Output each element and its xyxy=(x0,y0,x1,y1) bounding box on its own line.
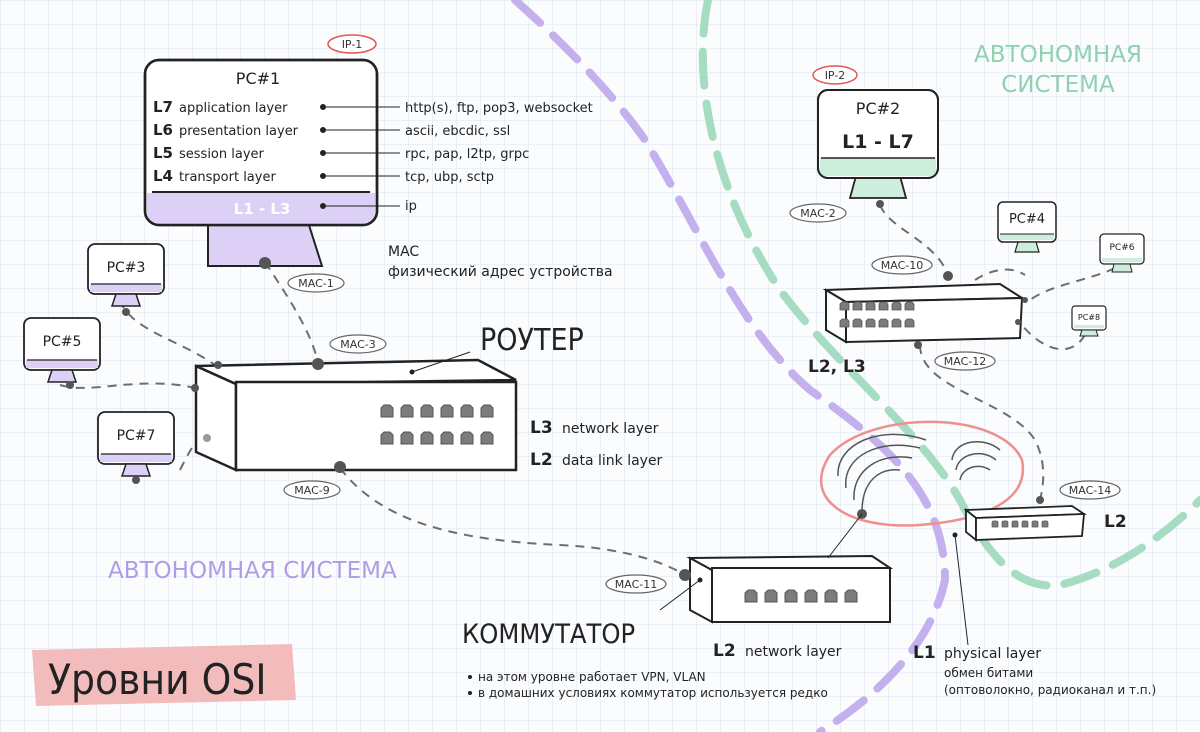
switch-main-note-2: в домашних условиях коммутатор используе… xyxy=(478,686,828,700)
wifi-waves-right xyxy=(951,441,1001,481)
pc2-monitor: PC#2 L1 - L7 xyxy=(817,89,939,199)
pc5-monitor: PC#5 xyxy=(23,317,101,383)
pc4-label: PC#4 xyxy=(1009,212,1045,227)
switch-right-ports xyxy=(839,301,915,328)
pc1-ip-protocol: ip xyxy=(405,199,417,214)
pc1-ip-badge: IP-1 xyxy=(342,38,363,51)
pc7-label: PC#7 xyxy=(117,428,156,444)
pc6-label: PC#6 xyxy=(1110,243,1135,253)
pc1-l6-num: L6 xyxy=(153,121,173,139)
pc1-l6-name: presentation layer xyxy=(179,124,299,139)
switch-main-layer-name: network layer xyxy=(745,644,842,660)
switch-wifi-mac: MAC-14 xyxy=(1069,484,1111,497)
pc1-monitor: PC#1 L7 application layer L6 presentatio… xyxy=(143,58,379,267)
router-title: РОУТЕР xyxy=(480,323,584,358)
as-label-left: АВТОНОМНАЯ СИСТЕМА xyxy=(108,558,397,584)
switch-wifi-layer: L2 xyxy=(1104,512,1127,532)
pc1-title: PC#1 xyxy=(236,69,280,88)
router-device xyxy=(194,358,518,472)
as-label-right-2: СИСТЕМА xyxy=(1001,72,1115,98)
title-highlight xyxy=(32,644,296,706)
pc1-l4-protocols: tcp, ubp, sctp xyxy=(405,170,494,185)
pc4-monitor: PC#4 xyxy=(997,201,1057,253)
as-boundary-green xyxy=(698,0,1200,590)
pc2-title: PC#2 xyxy=(856,99,900,118)
as-boundary-purple xyxy=(511,0,950,732)
physical-num: L1 xyxy=(913,643,936,663)
switch-main-device xyxy=(686,554,894,624)
pc1-l7-name: application layer xyxy=(179,101,288,116)
switch-right-device xyxy=(822,282,1026,344)
router-l3-num: L3 xyxy=(530,418,553,438)
wifi-waves-left xyxy=(837,433,927,513)
pc2-mac-badge: MAC-2 xyxy=(800,207,835,220)
pc1-l4-num: L4 xyxy=(153,167,173,185)
mac-note-text: физический адрес устройства xyxy=(388,264,613,280)
switch-wifi-device xyxy=(963,505,1087,542)
switch-right-layers: L2, L3 xyxy=(808,357,866,377)
mac-note-title: MAC xyxy=(388,244,419,260)
pc1-mac-badge: MAC-1 xyxy=(298,277,333,290)
page-title: Уровни OSI xyxy=(48,655,267,704)
pc3-label: PC#3 xyxy=(107,260,146,276)
pc1-l4-name: transport layer xyxy=(179,170,276,185)
pc8-label: PC#8 xyxy=(1078,313,1100,322)
switch-main-title: КОММУТАТОР xyxy=(462,619,635,650)
pc1-l5-num: L5 xyxy=(153,144,173,162)
pc1-l5-name: session layer xyxy=(179,147,265,162)
cables xyxy=(59,204,1116,576)
switch-right-mac-top: MAC-10 xyxy=(881,259,923,272)
pc1-l6-protocols: ascii, ebcdic, ssl xyxy=(405,124,510,139)
pc1-l7-num: L7 xyxy=(153,98,173,116)
switch-main-note-1: на этом уровне работает VPN, VLAN xyxy=(478,670,706,684)
pc5-label: PC#5 xyxy=(43,334,82,350)
pc1-l7-protocols: http(s), ftp, pop3, websocket xyxy=(405,101,593,116)
pc8-monitor: PC#8 xyxy=(1071,305,1107,337)
router-mac-bottom: MAC-9 xyxy=(294,484,329,497)
pc1-l5-protocols: rpc, pap, l2tp, grpc xyxy=(405,147,529,162)
physical-line2: обмен битами xyxy=(944,666,1033,680)
pc2-layers: L1 - L7 xyxy=(842,131,914,153)
pc1-base-label: L1 - L3 xyxy=(234,200,291,218)
router-l2-name: data link layer xyxy=(562,453,663,469)
pc7-monitor: PC#7 xyxy=(97,411,175,477)
switch-wifi-ports xyxy=(991,520,1049,528)
as-label-right-1: АВТОНОМНАЯ xyxy=(974,42,1142,68)
pc2-ip-badge: IP-2 xyxy=(825,69,846,82)
router-mac-top: MAC-3 xyxy=(340,338,375,351)
physical-name: physical layer xyxy=(944,646,1041,662)
pc1-protocol-pointers xyxy=(320,104,400,209)
switch-main-mac: MAC-11 xyxy=(615,578,657,591)
pc6-monitor: PC#6 xyxy=(1099,233,1145,273)
router-l3-name: network layer xyxy=(562,421,659,437)
router-l2-num: L2 xyxy=(530,450,553,470)
switch-right-mac-bottom: MAC-12 xyxy=(944,355,986,368)
physical-line3: (оптоволокно, радиоканал и т.п.) xyxy=(944,683,1156,697)
switch-main-layer-num: L2 xyxy=(713,641,736,661)
pc3-monitor: PC#3 xyxy=(87,243,165,307)
wifi-highlight xyxy=(819,420,1025,527)
